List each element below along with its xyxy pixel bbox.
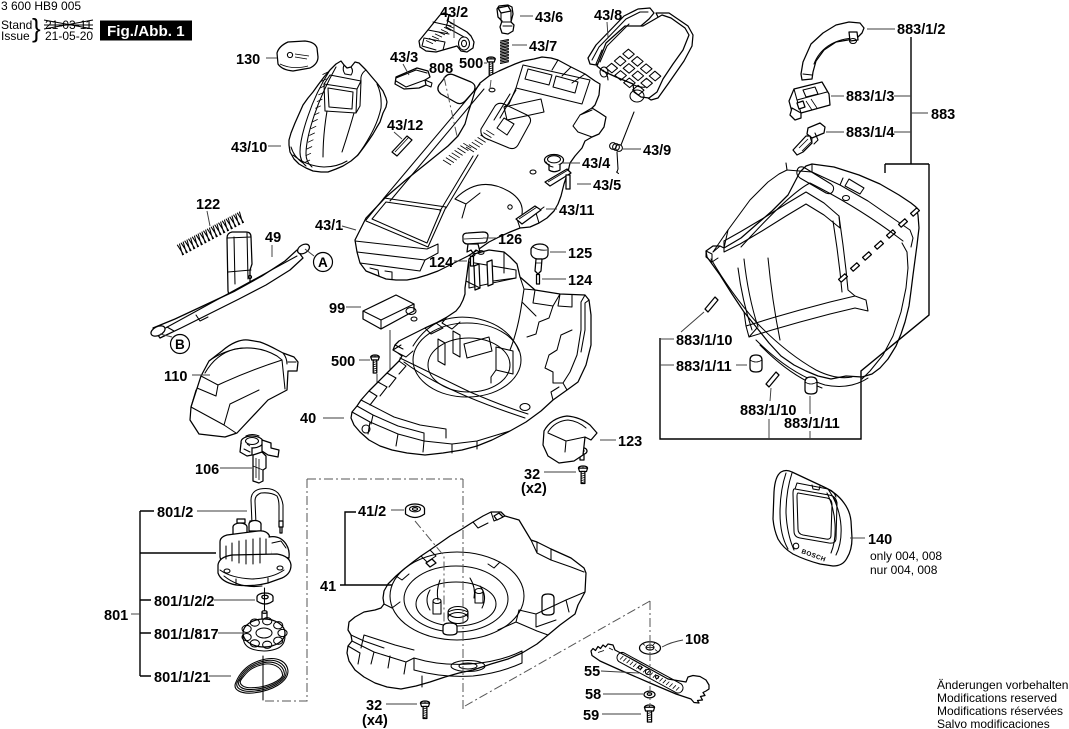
svg-text:883/1/3: 883/1/3	[846, 89, 894, 105]
svg-text:(x2): (x2)	[521, 481, 547, 497]
svg-text:Issue: Issue	[1, 29, 30, 43]
svg-text:125: 125	[568, 246, 592, 262]
svg-text:124: 124	[568, 273, 592, 289]
svg-text:99: 99	[329, 301, 345, 317]
svg-text:Fig./Abb. 1: Fig./Abb. 1	[107, 23, 185, 40]
svg-text:43/9: 43/9	[643, 143, 671, 159]
svg-text:808: 808	[429, 61, 453, 77]
svg-text:55: 55	[584, 664, 600, 680]
svg-text:43/7: 43/7	[529, 39, 557, 55]
svg-text:43/8: 43/8	[594, 8, 622, 24]
svg-text:801/1/21: 801/1/21	[154, 670, 210, 686]
svg-text:106: 106	[195, 462, 219, 478]
svg-text:Salvo modificaciones: Salvo modificaciones	[937, 717, 1050, 729]
svg-text:883/1/10: 883/1/10	[676, 333, 732, 349]
svg-text:41: 41	[320, 579, 336, 595]
svg-text:43/4: 43/4	[582, 156, 610, 172]
svg-text:110: 110	[164, 369, 187, 385]
svg-text:40: 40	[300, 411, 316, 427]
svg-text:43/11: 43/11	[559, 203, 595, 219]
svg-text:140: 140	[868, 532, 892, 548]
svg-text:Änderungen vorbehalten: Änderungen vorbehalten	[937, 678, 1068, 692]
svg-text:883/1/4: 883/1/4	[846, 125, 894, 141]
svg-text:A: A	[318, 255, 328, 270]
svg-text:801: 801	[104, 608, 128, 624]
svg-text:883/1/10: 883/1/10	[740, 403, 796, 419]
svg-text:Stand: Stand	[1, 18, 32, 32]
svg-text:43/2: 43/2	[440, 5, 468, 21]
svg-text:Modifications réservées: Modifications réservées	[937, 704, 1063, 718]
svg-text:59: 59	[583, 708, 599, 724]
svg-text:500: 500	[331, 354, 355, 370]
svg-text:883/1/11: 883/1/11	[784, 416, 840, 432]
svg-text:883/1/2: 883/1/2	[897, 22, 945, 38]
svg-text:32: 32	[524, 467, 540, 483]
svg-text:49: 49	[265, 230, 281, 246]
svg-text:only 004, 008: only 004, 008	[870, 549, 942, 563]
svg-text:43/6: 43/6	[535, 10, 563, 26]
svg-text:58: 58	[585, 687, 601, 703]
svg-text:Modifications reserved: Modifications reserved	[937, 691, 1057, 705]
svg-text:43/12: 43/12	[387, 118, 423, 134]
svg-text:}: }	[32, 13, 41, 43]
svg-text:43/3: 43/3	[390, 50, 418, 66]
svg-text:43/10: 43/10	[231, 140, 267, 156]
svg-text:883/1/11: 883/1/11	[676, 359, 732, 375]
svg-text:nur 004, 008: nur 004, 008	[870, 563, 938, 577]
svg-text:126: 126	[498, 232, 522, 248]
svg-text:124: 124	[429, 255, 453, 271]
svg-text:32: 32	[366, 698, 382, 714]
svg-text:883: 883	[931, 107, 955, 123]
svg-text:41/2: 41/2	[358, 504, 386, 520]
svg-text:801/2: 801/2	[157, 505, 193, 521]
svg-text:3 600 HB9 005: 3 600 HB9 005	[1, 0, 81, 13]
svg-text:130: 130	[236, 52, 260, 68]
svg-text:B: B	[175, 337, 185, 352]
svg-text:43/1: 43/1	[315, 218, 343, 234]
svg-text:500: 500	[459, 56, 483, 72]
svg-text:43/5: 43/5	[593, 178, 621, 194]
svg-text:122: 122	[196, 197, 220, 213]
svg-text:123: 123	[618, 434, 642, 450]
svg-text:108: 108	[685, 632, 709, 648]
svg-text:801/1/2/2: 801/1/2/2	[154, 594, 214, 610]
svg-text:801/1/817: 801/1/817	[154, 627, 219, 643]
svg-text:(x4): (x4)	[362, 713, 388, 729]
svg-text:21-05-20: 21-05-20	[45, 29, 93, 43]
